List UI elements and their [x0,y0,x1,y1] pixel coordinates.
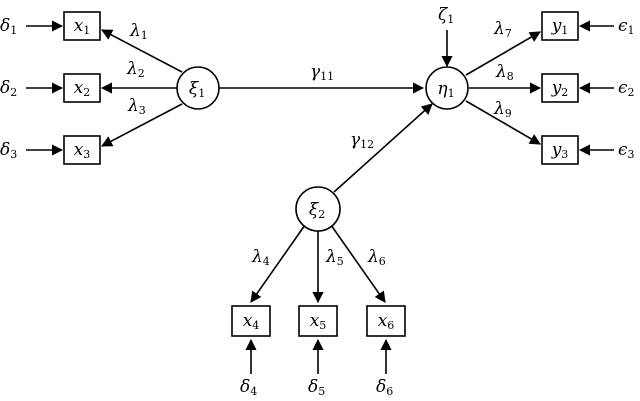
label-lambda4: λ4 [251,247,270,268]
edge-xi1-x3 [101,103,183,147]
label-eps2: ϵ2 [618,78,635,99]
label-lambda1: λ1 [129,21,148,42]
svg-text:x2: x2 [74,78,91,99]
svg-text:η1: η1 [437,79,454,100]
node-y1: y1 [541,11,579,41]
label-eps1: ϵ1 [618,16,635,37]
node-xi1: ξ1 [176,66,220,110]
svg-text:ξ1: ξ1 [189,79,205,100]
node-eta1: η1 [425,66,469,110]
edge-xi2-eta1 [333,103,433,193]
node-xi2: ξ2 [295,186,341,232]
svg-text:ξ2: ξ2 [309,200,325,221]
label-delta3: δ3 [0,140,17,161]
svg-text:y3: y3 [551,140,569,161]
node-y2: y2 [541,73,579,103]
svg-text:y1: y1 [551,16,569,37]
label-lambda9: λ9 [493,99,512,120]
node-y3: y3 [541,135,579,165]
edge-eta1-y1 [465,31,541,76]
svg-text:x5: x5 [310,311,327,332]
label-zeta1: ζ1 [438,5,454,26]
svg-text:x4: x4 [243,311,260,332]
label-lambda3: λ3 [127,96,146,117]
svg-text:x3: x3 [74,140,91,161]
label-lambda8: λ8 [495,62,514,83]
label-lambda6: λ6 [367,247,386,268]
label-delta2: δ2 [0,78,17,99]
svg-text:y2: y2 [551,78,569,99]
edge-xi2-x4 [250,224,306,303]
label-delta6: δ6 [376,377,393,398]
label-delta4: δ4 [240,377,257,398]
svg-text:x1: x1 [74,16,91,37]
label-eps3: ϵ3 [618,140,635,161]
node-x3: x3 [63,135,101,165]
node-x2: x2 [63,73,101,103]
edge-xi1-x1 [101,29,183,73]
label-lambda2: λ2 [126,59,145,80]
label-delta1: δ1 [0,16,17,37]
label-delta5: δ5 [308,377,325,398]
edge-eta1-y3 [465,100,541,145]
label-gamma11: γ11 [310,62,334,83]
node-x4: x4 [231,305,271,337]
edge-xi2-x6 [330,224,386,303]
svg-text:x6: x6 [378,311,395,332]
node-x5: x5 [298,305,338,337]
label-lambda7: λ7 [493,19,512,40]
node-x1: x1 [63,11,101,41]
label-gamma12: γ12 [350,130,374,151]
node-x6: x6 [366,305,406,337]
label-lambda5: λ5 [325,247,344,268]
